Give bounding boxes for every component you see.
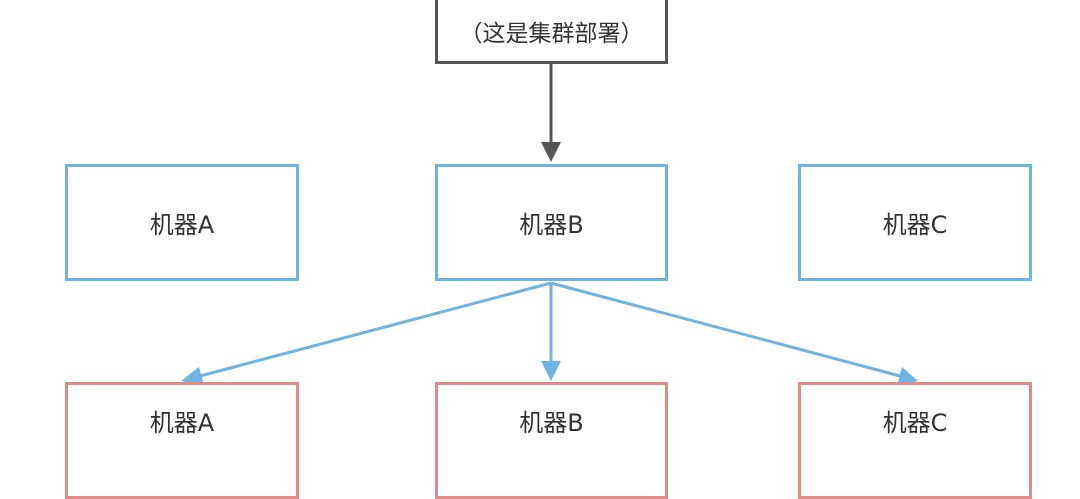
arrowhead-top-to-machine-b xyxy=(541,142,561,162)
bottom-machine-c-label: 机器C xyxy=(882,409,948,437)
middle-machine-c-label: 机器C xyxy=(882,211,948,239)
middle-machine-b-node: 机器B xyxy=(435,164,668,281)
cluster-deploy-label: （这是集群部署） xyxy=(459,21,644,47)
arrow-b-to-bottom-a xyxy=(199,281,552,378)
bottom-machine-a-label: 机器A xyxy=(149,409,215,437)
middle-machine-a-label: 机器A xyxy=(149,211,215,239)
arrowhead-b-to-bottom-b xyxy=(541,361,561,381)
bottom-machine-b-label: 机器B xyxy=(519,409,584,437)
middle-machine-c-node: 机器C xyxy=(798,164,1032,281)
cluster-deploy-node: （这是集群部署） xyxy=(435,0,668,64)
arrowhead-b-to-bottom-a xyxy=(181,367,204,386)
connector-layer xyxy=(181,64,918,386)
arrowhead-b-to-bottom-c xyxy=(897,367,918,386)
bottom-machine-b-node: 机器B xyxy=(435,382,668,499)
middle-machine-b-label: 机器B xyxy=(519,211,584,239)
bottom-machine-c-node: 机器C xyxy=(798,382,1032,499)
middle-machine-a-node: 机器A xyxy=(65,164,299,281)
arrow-b-to-bottom-c xyxy=(550,281,901,378)
bottom-machine-a-node: 机器A xyxy=(65,382,299,499)
